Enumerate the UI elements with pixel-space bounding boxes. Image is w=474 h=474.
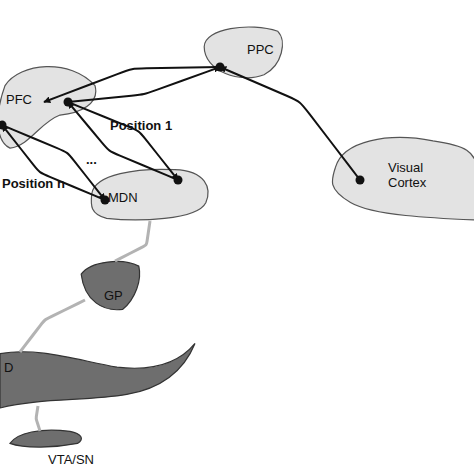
brain-nucleus: VTA/SN (10, 428, 85, 450)
region-name: D (4, 360, 24, 375)
region-name: MDN (108, 190, 158, 205)
brain-region: MDN (88, 165, 212, 223)
region-shape (0, 343, 195, 408)
region-shape (81, 262, 139, 310)
region-outline (0, 340, 195, 408)
region-name: GP (104, 288, 134, 303)
region-name: VTA/SN (48, 452, 118, 467)
region-outline (88, 165, 212, 223)
pathway-line (115, 221, 150, 261)
pathway-line (36, 406, 40, 431)
brain-region: PFC (0, 58, 100, 150)
loop-label: Position n (2, 176, 65, 191)
region-name: PFC (6, 92, 46, 107)
fiber-arrow (68, 102, 178, 180)
region-shape (91, 169, 208, 219)
loop-label: Position 1 (110, 118, 172, 133)
region-shape (332, 138, 474, 221)
brain-region: Visual Cortex (328, 132, 474, 220)
brain-nucleus: GP (78, 258, 142, 312)
region-outline (10, 428, 85, 450)
region-shape (10, 430, 81, 447)
region-shape (0, 67, 96, 149)
brain-region: PPC (195, 22, 287, 84)
fiber-arrow (68, 102, 178, 180)
region-name: PPC (247, 42, 287, 57)
pathway-line (20, 300, 85, 352)
ellipsis-mark: ... (86, 152, 97, 167)
region-name: Visual Cortex (388, 160, 448, 190)
region-outline (78, 258, 142, 312)
brain-nucleus: D (0, 340, 195, 408)
